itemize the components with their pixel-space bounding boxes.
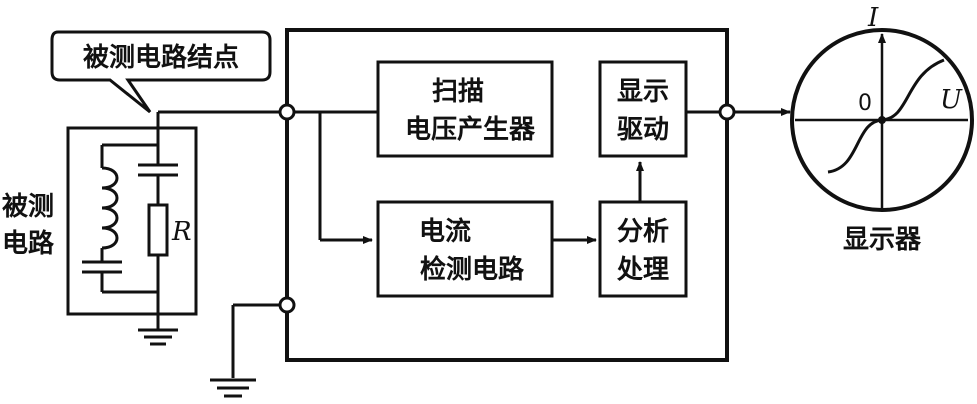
node-callout: 被测电路结点 bbox=[50, 30, 272, 114]
ground-symbol-2 bbox=[210, 378, 256, 398]
block-current-detect-line2: 检测电路 bbox=[420, 254, 525, 285]
block-analysis: 分析 处理 bbox=[598, 200, 688, 298]
circuit-label-line1: 被测 bbox=[2, 192, 54, 222]
resistor-symbol bbox=[147, 203, 169, 257]
terminal-ground bbox=[278, 296, 296, 314]
instrument-box bbox=[285, 28, 729, 362]
terminal-output bbox=[718, 103, 736, 121]
callout-text: 被测电路结点 bbox=[83, 42, 239, 73]
circuit-box bbox=[66, 126, 198, 316]
display-axis-i-label: I bbox=[867, 3, 879, 33]
block-analysis-line1: 分析 bbox=[617, 217, 669, 247]
block-display-drive-line1: 显示 bbox=[617, 77, 669, 107]
display-axis-u-label: U bbox=[940, 85, 963, 115]
block-scan-line1: 扫描 bbox=[432, 77, 484, 107]
inductor-symbol bbox=[101, 166, 119, 250]
block-display-drive-line2: 驱动 bbox=[617, 115, 669, 145]
block-analysis-line2: 处理 bbox=[616, 255, 669, 285]
block-display-drive: 显示 驱动 bbox=[598, 60, 688, 158]
display-label: 显示器 bbox=[843, 225, 922, 255]
resistor-label: R bbox=[171, 217, 192, 247]
block-scan-line2: 电压产生器 bbox=[405, 115, 536, 145]
block-current-detect: 电流 检测电路 bbox=[376, 200, 554, 298]
block-scan-voltage-generator: 扫描 电压产生器 bbox=[376, 60, 554, 158]
circuit-label-line2: 电路 bbox=[2, 228, 55, 259]
display-screen bbox=[790, 28, 974, 212]
circuit-under-test bbox=[66, 112, 198, 346]
wires bbox=[158, 108, 791, 378]
terminal-input bbox=[278, 103, 296, 121]
display-origin-dot bbox=[878, 116, 886, 124]
display-origin-label: 0 bbox=[858, 91, 872, 116]
block-current-detect-line1: 电流 bbox=[419, 217, 471, 247]
